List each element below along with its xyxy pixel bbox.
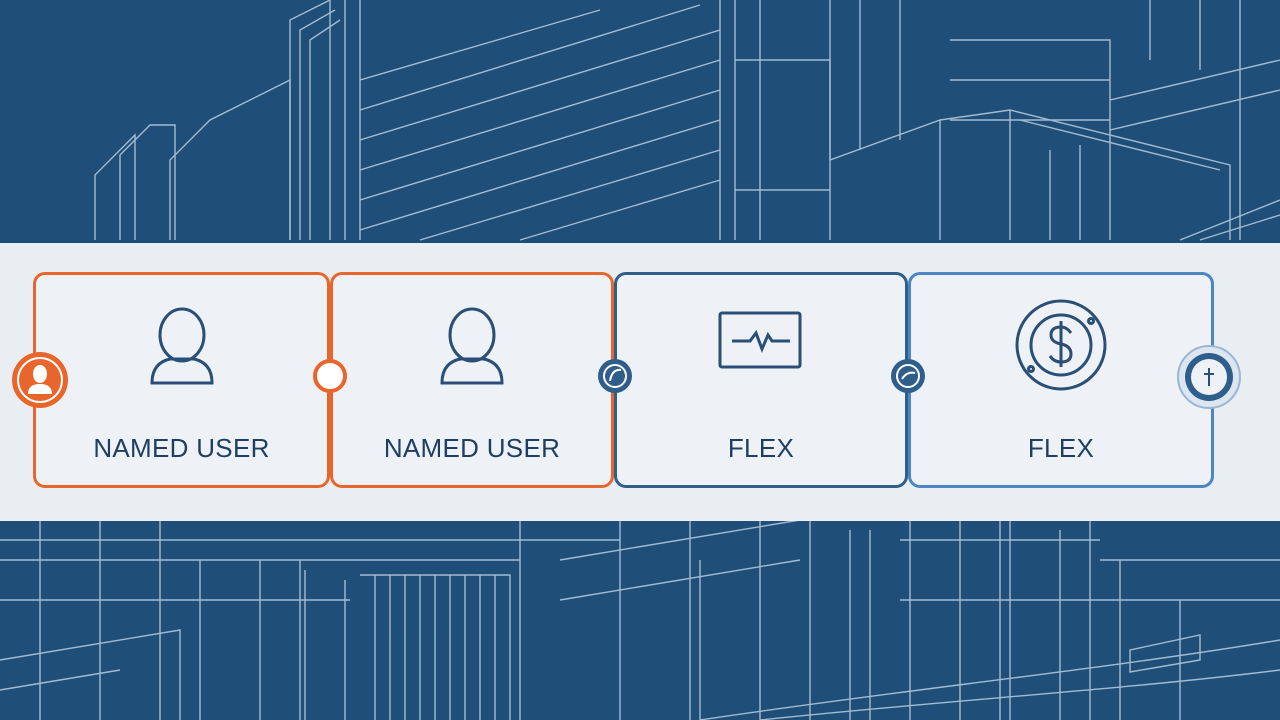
license-card-flex-1[interactable]: FLEX: [614, 272, 908, 488]
card-label: FLEX: [727, 433, 795, 463]
ring-node-icon[interactable]: [311, 357, 349, 395]
leaf-node-icon[interactable]: [596, 357, 634, 395]
dollar-coin-icon: [1015, 299, 1107, 391]
card-label: FLEX: [1027, 433, 1095, 463]
monitor-pulse-icon: [718, 311, 802, 369]
card-label: NAMED USER: [93, 433, 270, 463]
user-icon: [440, 307, 504, 385]
license-card-named-user-1[interactable]: NAMED USER: [33, 272, 330, 488]
user-icon: [149, 307, 214, 385]
leaf-node-icon[interactable]: [889, 357, 927, 395]
license-card-flex-2[interactable]: FLEX: [908, 272, 1214, 488]
user-badge-icon[interactable]: [10, 350, 70, 410]
license-card-named-user-2[interactable]: NAMED USER: [330, 272, 614, 488]
plus-node-icon[interactable]: [1176, 344, 1242, 410]
content-band-edge: [0, 505, 1280, 521]
card-label: NAMED USER: [383, 433, 561, 463]
